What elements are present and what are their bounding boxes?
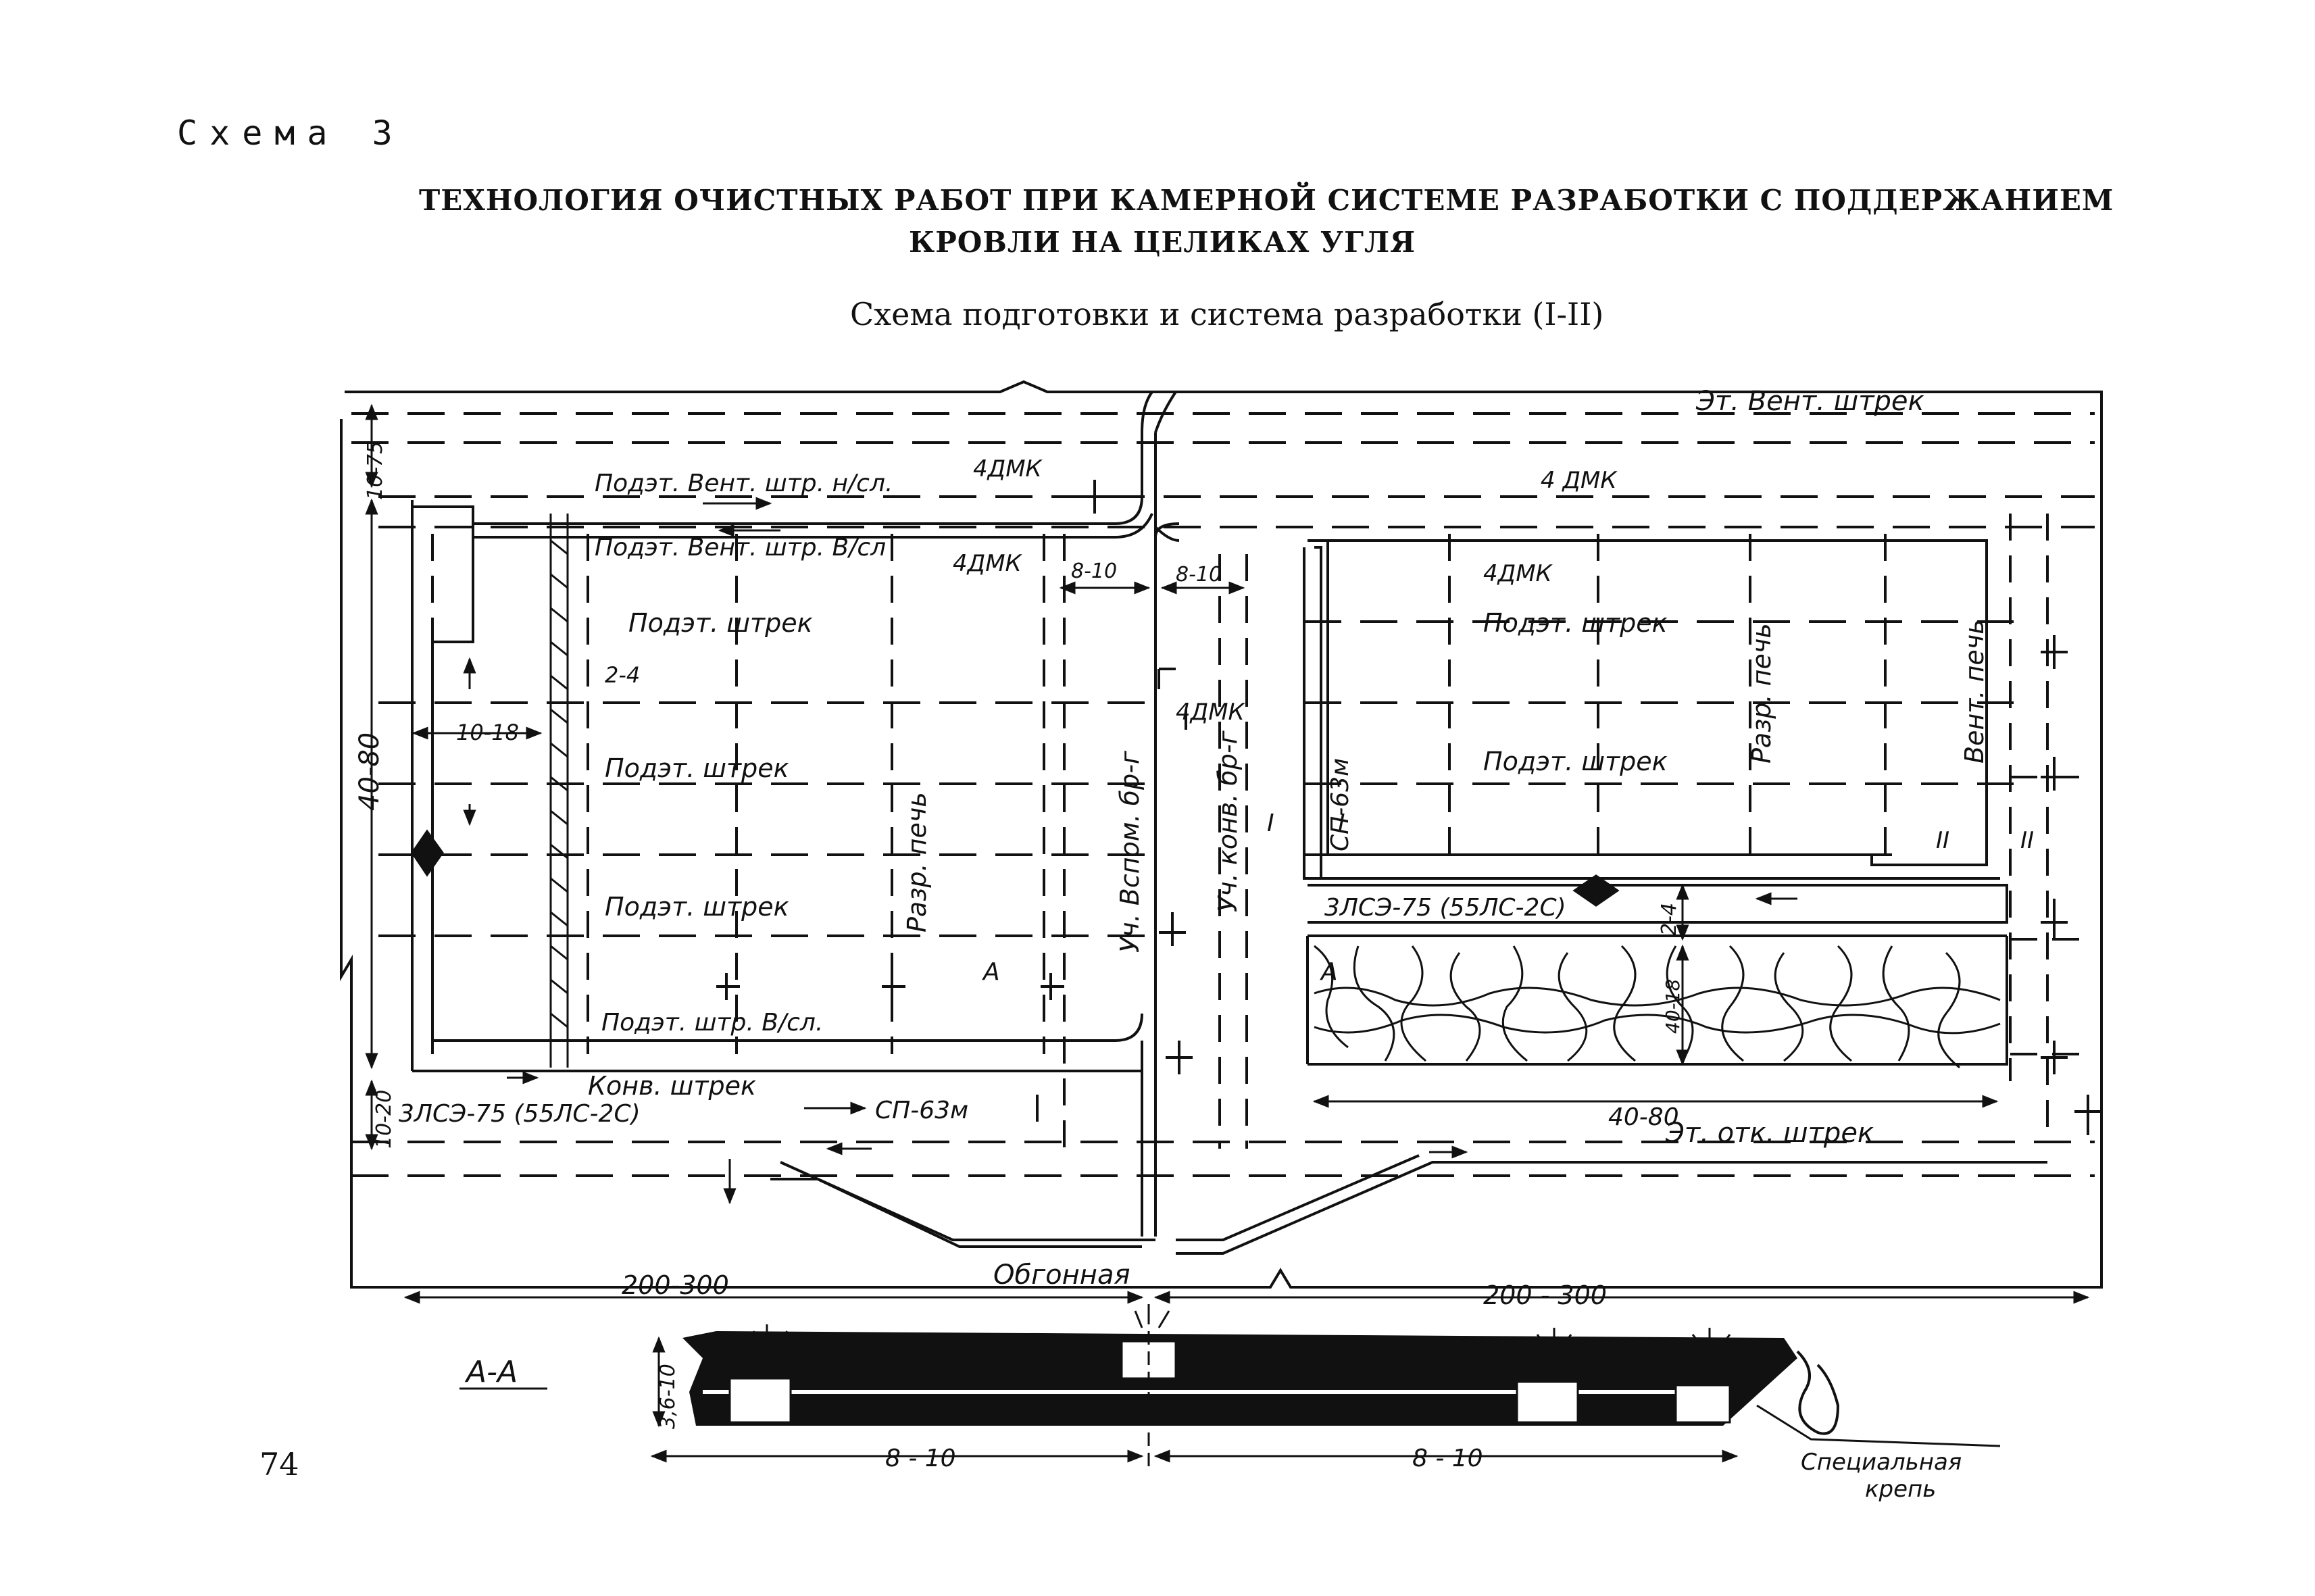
label-section-i-1: I (1267, 809, 1274, 837)
label-uch-konv-br: Уч. конв. бр-г (1213, 730, 1243, 912)
title-line-2: КРОВЛИ НА ЦЕЛИКАХ УГЛЯ (909, 226, 1416, 259)
dim-2-4-a: 2-4 (605, 662, 640, 688)
label-section-a-1: А (982, 958, 1000, 986)
label-dmk-2: 4ДМК (953, 550, 1023, 577)
section-labels: А-А 3,6-10 8 - 10 8 - 10 Специальная кре… (459, 1355, 1962, 1503)
label-dmk-5: 4ДМК (1176, 699, 1246, 726)
label-podet-shtrek-r2: Подэт. штрек (1483, 747, 1668, 776)
label-podet-shtrek-l2: Подэт. штрек (605, 753, 789, 783)
subtitle: Схема подготовки и система разработки (I… (850, 296, 1604, 332)
dim-40-18: 40-18 (1662, 979, 1684, 1034)
dim-8-10-a: 8-10 (1071, 559, 1117, 583)
section-a-a (682, 1304, 2001, 1466)
dim-200-300-left: 200-300 (622, 1270, 729, 1300)
label-dmk-1: 4ДМК (973, 455, 1043, 482)
flow-arrows (463, 497, 1797, 1205)
solid-workings (411, 391, 2047, 1255)
label-uch-vspom-br: Уч. Вспом. бр-г (1115, 750, 1145, 953)
page-number: 74 (259, 1446, 299, 1482)
label-razr-pech-l: Разр. печь (902, 792, 932, 932)
label-et-otk-shtrek: Эт. отк. штрек (1665, 1118, 1874, 1149)
dim-8-10-b: 8-10 (1176, 563, 1222, 587)
scheme-label: Схема 3 (177, 114, 405, 153)
section-span-right: 8 - 10 (1412, 1445, 1483, 1472)
label-obgonnaya: Обгонная (993, 1260, 1130, 1291)
label-section-ii-1: II (1936, 827, 1949, 854)
dim-40-80-horizontal: 40-80 (1608, 1103, 1679, 1131)
label-razr-pech-r: Разр. печь (1747, 623, 1776, 764)
special-support-line1: Специальная (1801, 1449, 1962, 1476)
label-podet-shtrek-l1: Подэт. штрек (628, 608, 813, 638)
label-combine-right: 3ЛСЭ-75 (55ЛС-2С) (1324, 894, 1566, 922)
label-podet-vent-ns: Подэт. Вент. штр. н/сл. (595, 470, 893, 497)
cross-markers (716, 480, 2101, 1135)
label-combine-left: 3ЛСЭ-75 (55ЛС-2С) (399, 1100, 641, 1128)
section-title: А-А (464, 1355, 518, 1389)
dim-2-4-b: 2-4 (1658, 903, 1681, 936)
pillar-hatch (549, 514, 569, 1068)
pump-symbol-right (1572, 874, 1620, 907)
dim-200-300-right: 200 - 300 (1483, 1280, 1607, 1310)
label-section-a-2: А (1320, 958, 1338, 986)
label-podet-shtrek-l3: Подэт. штрек (605, 892, 789, 922)
label-section-i-2: I (1338, 809, 1345, 837)
dashed-pillars-left (431, 514, 2081, 1149)
outer-frame (340, 380, 2103, 1289)
dim-40-80-vertical: 40-80 (354, 732, 385, 811)
dimension-labels: 10-75 40-80 10-20 10-18 2-4 2-4 8-10 8-1… (354, 441, 1684, 1310)
section-span-left: 8 - 10 (885, 1445, 956, 1472)
label-dmk-4: 4ДМК (1483, 560, 1553, 587)
label-et-vent-shtrek: Эт. Вент. штрек (1695, 386, 1924, 417)
label-dmk-3: 4 ДМК (1541, 467, 1618, 494)
label-section-ii-2: II (2020, 827, 2034, 854)
dimension-lines (365, 403, 2090, 1463)
section-height-dim: 3,6-10 (656, 1364, 680, 1429)
label-podet-shtrek-r1: Подэт. штрек (1483, 608, 1668, 638)
caved-goaf (1314, 945, 2001, 1069)
label-sp63m-2: СП-63м (875, 1097, 968, 1124)
label-sp63m-1: СП-63м (1326, 758, 1354, 851)
plan-text-labels: Эт. Вент. штрек Подэт. Вент. штр. н/сл. … (399, 386, 2034, 1291)
label-vent-pech: Вент. печь (1960, 619, 1989, 764)
title-line-1: ТЕХНОЛОГИЯ ОЧИСТНЫХ РАБОТ ПРИ КАМЕРНОЙ С… (419, 184, 2114, 217)
dim-10-18: 10-18 (456, 720, 519, 745)
label-podet-vent-vs: Подэт. Вент. штр. В/сл (595, 534, 886, 562)
label-podet-shtrek-vs: Подэт. штр. В/сл. (601, 1009, 823, 1037)
dim-10-20: 10-20 (372, 1090, 396, 1149)
pump-symbol-left (411, 829, 444, 877)
label-konv-shtrek: Конв. штрек (588, 1071, 756, 1101)
dim-10-75: 10-75 (364, 441, 387, 500)
special-support-line2: крепь (1865, 1476, 1936, 1503)
